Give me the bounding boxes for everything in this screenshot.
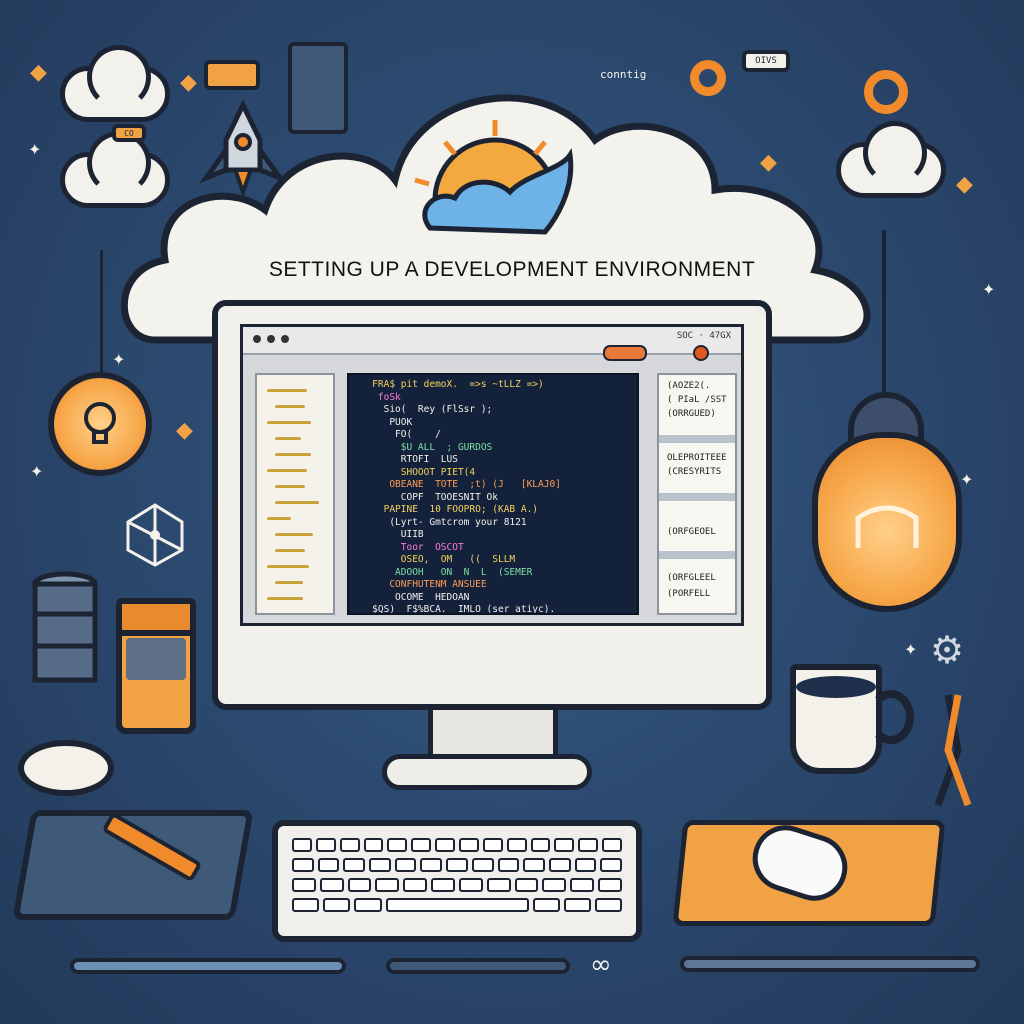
cloud-icon	[60, 45, 170, 122]
tag-badge-text: OIVS	[755, 56, 777, 66]
label-badge-text: CO	[124, 129, 134, 138]
tag-badge: OIVS	[742, 50, 790, 72]
diamond-icon: ◆	[30, 60, 47, 85]
side-panel-line: (AOZE2(.	[667, 381, 711, 391]
side-panel: (AOZE2(. ( PIaL /SST (ORRGUED) OLEPROITE…	[657, 373, 737, 615]
code-line: CONFHUTENM ANSUEE	[355, 579, 487, 590]
pen-icon	[70, 958, 346, 974]
cloud-icon	[60, 131, 170, 208]
pen-icon	[680, 956, 980, 972]
code-line: OCOME HEDOAN	[355, 591, 470, 603]
sparkle-icon: ✦	[112, 350, 126, 369]
monitor-base	[382, 754, 592, 790]
code-line: UIIB	[355, 529, 436, 540]
code-line: FO( /	[355, 429, 441, 440]
file-tree-panel[interactable]	[255, 373, 335, 615]
sparkle-icon: ✦	[982, 280, 996, 299]
network-icon	[126, 503, 184, 567]
side-panel-line: (PORFELL	[667, 589, 711, 599]
sparkle-icon: ✦	[904, 640, 918, 659]
screen: SOC · 47GX FRA$ pit demoX. =>s ~tLLZ =>)…	[240, 324, 744, 626]
code-line: FRA$ pit demoX. =>s ~tLLZ =>)	[355, 379, 544, 390]
side-panel-line: (CRESYRITS	[667, 467, 722, 477]
tape-roll-icon	[18, 740, 114, 796]
scissors-icon: ∞	[590, 950, 612, 980]
keyboard[interactable]	[272, 820, 642, 942]
mug-handle	[868, 690, 914, 744]
cloud-icon	[836, 121, 946, 198]
code-line: COPF TOOESNIT Ok	[355, 491, 498, 503]
rocket-icon	[199, 100, 287, 199]
gear-icon: ⚙	[930, 628, 965, 672]
side-panel-line: (ORFGEOEL	[667, 527, 716, 537]
code-editor[interactable]: FRA$ pit demoX. =>s ~tLLZ =>) foSk Sio( …	[347, 373, 639, 615]
code-line: foSk	[355, 391, 441, 403]
bulb-cord	[882, 230, 886, 394]
code-card	[288, 42, 348, 134]
code-line: Toor OSCOT	[355, 541, 464, 553]
code-line: PUOK	[355, 416, 413, 428]
code-line: ADOOH ON N L (SEMER	[355, 566, 533, 578]
pen-icon	[386, 958, 570, 974]
sparkle-icon: ✦	[960, 470, 974, 489]
lightbulb-icon	[48, 372, 152, 476]
database-icon	[32, 571, 98, 683]
screen-status: SOC · 47GX	[676, 331, 731, 341]
code-line: (Lyrt- Gmtcrom your 8121	[355, 516, 527, 528]
toolbar-pill-button[interactable]	[603, 345, 647, 361]
screen-titlebar: SOC · 47GX	[243, 327, 741, 355]
code-line: $QS) F$%BCA. IMLO (ser atiyc).	[355, 604, 556, 615]
code-line: $U ALL ; GURDOS	[355, 441, 493, 453]
code-line: SHOOOT PIET(4	[355, 466, 476, 478]
code-line: PAPINE 10 FOOPRO; (KAB A.)	[355, 504, 539, 515]
chip-badge	[204, 60, 260, 90]
monitor-stand	[428, 704, 558, 760]
side-panel-line: (ORFGLEEL	[667, 573, 716, 583]
sparkle-icon: ✦	[28, 140, 42, 159]
monitor: SOC · 47GX FRA$ pit demoX. =>s ~tLLZ =>)…	[212, 300, 772, 710]
code-line: OBEANE TOTE ;t) (J [KLAJ0]	[355, 479, 561, 490]
ring-icon	[864, 70, 908, 114]
code-line: Sio( Rey (FlSsr );	[355, 404, 493, 415]
code-line: OSEO, OM (( SLLM	[355, 554, 516, 565]
side-panel-line: OLEPROITEEE	[667, 453, 727, 463]
side-panel-line: ( PIaL /SST	[667, 395, 727, 405]
diamond-icon: ◆	[956, 172, 973, 197]
label-badge: CO	[112, 124, 146, 142]
jar-icon	[116, 598, 196, 734]
lightbulb-icon	[812, 432, 962, 612]
side-panel-line: (ORRGUED)	[667, 409, 716, 419]
page-title: SETTING UP A DEVELOPMENT ENVIRONMENT	[268, 258, 756, 281]
diamond-icon: ◆	[176, 418, 193, 443]
diamond-icon: ◆	[760, 150, 777, 175]
bulb-cord	[100, 250, 103, 372]
cloud-icon	[120, 94, 871, 344]
code-line: RTOFI LUS	[355, 454, 476, 465]
diamond-icon: ◆	[180, 70, 197, 95]
sparkle-icon: ✦	[30, 462, 44, 481]
ring-icon	[690, 60, 726, 96]
close-icon[interactable]	[693, 345, 709, 361]
pliers-icon	[934, 694, 972, 807]
config-label: conntig	[600, 68, 647, 81]
